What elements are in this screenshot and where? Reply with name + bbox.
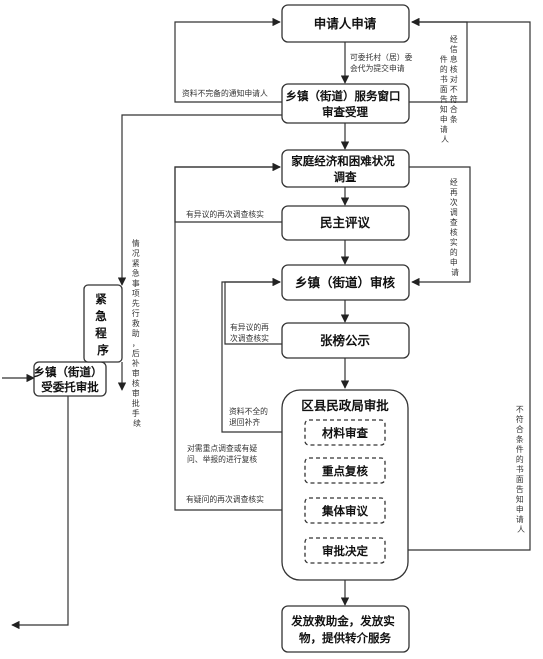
node-apply: 申请人申请 bbox=[281, 4, 410, 43]
node-decision: 审批决定 bbox=[304, 537, 386, 564]
svg-text:张榜公示: 张榜公示 bbox=[320, 333, 371, 348]
node-window: 乡镇（街道）服务窗口 审查受理 bbox=[281, 83, 410, 124]
label-incomplete-notify: 资料不完备的通知申请人 bbox=[182, 88, 268, 98]
edge-incomplete-to-applicant bbox=[174, 17, 282, 103]
label-objection-recheck: 有异议的再次调查核实 bbox=[186, 209, 264, 219]
label-urgent-note: 情 况 紧 急 事 项 先 行 救 助 ， 后 补 审 核 审 批 手 续 bbox=[132, 238, 142, 428]
label-entrust-village: 可委托村（居）委 会代为提交申请 bbox=[350, 52, 415, 73]
svg-text:乡镇（街道） 受委托审批: 乡镇（街道） 受委托审批 bbox=[33, 365, 106, 394]
label-key-review: 对需重点调查或有疑 问、举报的进行复核 bbox=[187, 443, 260, 464]
edge-window-to-emergency bbox=[117, 114, 282, 286]
svg-text:家庭经济和困难状况 调查: 家庭经济和困难状况 调查 bbox=[291, 154, 399, 184]
edge-survey-to-audit bbox=[409, 166, 471, 287]
svg-text:审批决定: 审批决定 bbox=[322, 544, 368, 558]
label-doubt-recheck: 有疑问的再次调查核实 bbox=[186, 494, 264, 504]
svg-text:材料审查: 材料审查 bbox=[322, 426, 368, 440]
node-collective-review: 集体审议 bbox=[304, 497, 386, 524]
label-material-return: 资料不全的 退回补齐 bbox=[229, 406, 270, 427]
svg-text:民主评议: 民主评议 bbox=[320, 215, 371, 230]
node-issue-aid: 发放救助金，发放实 物，提供转介服务 bbox=[281, 605, 410, 653]
svg-text:紧 急 程 序: 紧 急 程 序 bbox=[95, 292, 111, 357]
node-publicity: 张榜公示 bbox=[281, 322, 410, 359]
node-survey: 家庭经济和困难状况 调查 bbox=[281, 149, 410, 188]
label-objection-recheck-2: 有异议的再 次调查核实 bbox=[230, 322, 271, 343]
label-resurvey-mismatch: 经 再 次 调 查 核 实 的 申 请 bbox=[450, 177, 460, 277]
bureau-title: 区县民政局审批 bbox=[301, 398, 389, 413]
label-info-mismatch: 经 信 息 核 对 不 符 合 条 件 的 书 面 告 知 申 请 人 bbox=[440, 34, 460, 144]
node-audit: 乡镇（街道）审核 bbox=[281, 264, 410, 301]
node-material-review: 材料审查 bbox=[304, 419, 386, 446]
edge-doubt-to-survey bbox=[174, 162, 305, 511]
edge-decision-to-applicant bbox=[386, 17, 531, 551]
label-unqualified-notify: 不 符 合 条 件 的 书 面 告 知 申 请 人 bbox=[516, 405, 526, 534]
edge-material-to-audit bbox=[221, 277, 305, 433]
svg-text:重点复核: 重点复核 bbox=[322, 464, 368, 478]
svg-text:乡镇（街道）审核: 乡镇（街道）审核 bbox=[295, 275, 396, 290]
svg-text:发放救助金，发放实 物，提供转介服务: 发放救助金，发放实 物，提供转介服务 bbox=[290, 614, 399, 645]
svg-text:申请人申请: 申请人申请 bbox=[314, 16, 377, 31]
svg-text:乡镇（街道）服务窗口 审查受理: 乡镇（街道）服务窗口 审查受理 bbox=[285, 89, 404, 119]
svg-text:集体审议: 集体审议 bbox=[321, 504, 368, 518]
edge-entrust-exit bbox=[11, 395, 69, 630]
edges bbox=[2, 17, 531, 630]
node-democratic: 民主评议 bbox=[281, 205, 410, 241]
node-emergency: 紧 急 程 序 bbox=[83, 284, 123, 363]
node-entrust-approval: 乡镇（街道） 受委托审批 bbox=[33, 361, 107, 397]
node-key-check: 重点复核 bbox=[304, 457, 386, 484]
